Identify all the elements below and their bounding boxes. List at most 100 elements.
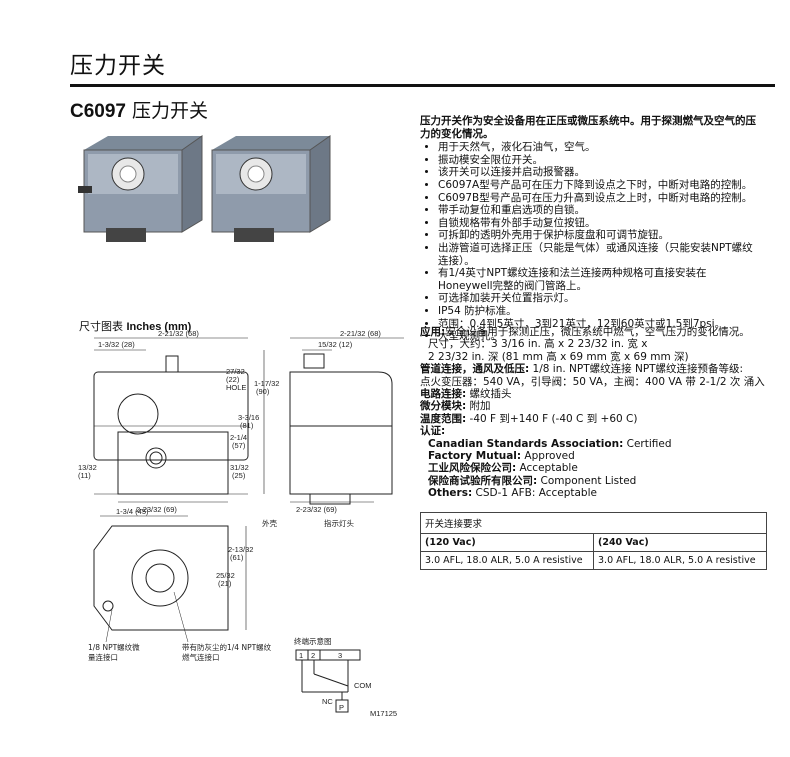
product-title: C6097 压力开关 (70, 96, 208, 123)
product-name: 压力开关 (132, 100, 209, 122)
spec-size-1: 尺寸，大约：3 3/16 in. 高 x 2 23/32 in. 宽 x (428, 338, 648, 351)
label-npt-left-2: 量连接口 (88, 652, 118, 662)
table-col-120: (120 Vac) (420, 533, 594, 552)
dim-h-left-1: 13/32 (78, 463, 97, 472)
side-view (289, 337, 404, 505)
terminal-1: 1 (299, 651, 303, 660)
dim-h-low-1: 2-1/4 (230, 433, 247, 442)
feature-item: 大型观测孔。 (438, 330, 760, 343)
approval-org: Canadian Standards Association: (428, 437, 624, 450)
product-photo-a (78, 135, 203, 242)
product-photo-b (211, 135, 331, 242)
dim-side-bottom: 2-23/32 (69) (296, 505, 337, 514)
feature-item: 振动模安全限位开关。 (438, 154, 760, 167)
label-npt-right-2: 燃气连接口 (182, 652, 220, 662)
caption-units: Inches (mm) (126, 321, 192, 333)
label-case: 外壳 (262, 518, 277, 528)
dim-bot-h2-1: 25/32 (216, 571, 235, 580)
dim-bot-w: 1-3/4 (45) (116, 507, 149, 516)
feature-item: 带手动复位和重启选项的自锁。 (438, 204, 760, 217)
dim-hole-2: (22) (226, 375, 240, 384)
dim-h-right-1: 1-17/32 (254, 379, 279, 388)
spec-microswitch: 微分模块: 附加 (420, 400, 765, 412)
spec-application-value: 安全设备用于探测正压，微压系统中燃气，空气压力的变化情况。 (445, 326, 750, 338)
spec-microswitch-value: 附加 (466, 400, 491, 413)
approval-value: Approved (521, 450, 575, 463)
dim-h-mid-1: 3-3/16 (238, 413, 259, 422)
description-intro: 压力开关作为安全设备用在正压或微压系统中。用于探测燃气及空气的压力的变化情况。 (420, 115, 756, 140)
title-rule (70, 84, 775, 87)
feature-item: 出游管道可选择正压（只能是气体）或通风连接（只能安装NPT螺纹连接）。 (438, 242, 760, 267)
feature-item: C6097B型号产品可在压力升高到设点之上时，中断对电路的控制。 (438, 192, 760, 205)
dim-h-right-2: (90) (256, 387, 270, 396)
approval-org: 保险商试验所有限公司: (428, 474, 538, 487)
dim-h-low-2: (57) (232, 441, 246, 450)
front-view (93, 337, 249, 503)
table-header: 开关连接要求 (420, 512, 767, 534)
wiring-diagram (295, 649, 361, 713)
product-model: C6097 (70, 101, 126, 122)
description: 压力开关作为安全设备用在正压或微压系统中。用于探测燃气及空气的压力的变化情况。 … (420, 115, 760, 343)
dim-w-bottom: 2-23/32 (69) (136, 505, 177, 514)
dim-w-total: 2-21/32 (68) (158, 330, 199, 338)
dim-side-w: 2-21/32 (68) (340, 330, 381, 338)
dim-h-base-2: (25) (232, 471, 246, 480)
approval-item: Factory Mutual: Approved (420, 450, 765, 462)
spec-piping-value: 1/8 in. NPT螺纹连接 NPT螺纹连接预备等级: (529, 363, 744, 376)
spec-electrical-value: 螺纹插头 (466, 388, 512, 401)
product-photos (78, 135, 331, 242)
dim-h-left-2: (11) (78, 471, 91, 480)
drawing-number: M17125 (370, 709, 397, 718)
approval-value: Certified (623, 437, 672, 450)
approval-value: CSD-1 AFB: Acceptable (472, 487, 597, 500)
feature-item: 有1/4英寸NPT螺纹连接和法兰连接两种规格可直接安装在Honeywell完整的… (438, 267, 760, 292)
wiring-title: 终端示意图 (294, 636, 332, 646)
dim-h-base-1: 31/32 (230, 463, 249, 472)
dim-h-mid-2: (81) (240, 421, 254, 430)
spec-temperature-key: 温度范围: (420, 412, 467, 425)
dimension-drawing: 2-21/32 (68) 1-3/32 (28) 27/32 (22) HOLE… (78, 330, 404, 718)
dimension-caption: 尺寸图表 Inches (mm) (79, 318, 191, 334)
label-npt-right-1: 带有防灰尘的1/4 NPT螺纹 (182, 642, 272, 652)
label-npt-left-1: 1/8 NPT螺纹微 (88, 642, 140, 652)
table-col-240: (240 Vac) (593, 533, 767, 552)
feature-item: IP54 防护标准。 (438, 305, 760, 318)
spec-application: 应用:安全设备用于探测正压，微压系统中燃气，空气压力的变化情况。 (420, 326, 765, 338)
label-p: P (339, 703, 344, 712)
dim-bot-h-1: 2-13/32 (228, 545, 253, 554)
approval-org: Others: (428, 487, 473, 500)
label-com: COM (354, 681, 372, 690)
approval-item: Canadian Standards Association: Certifie… (420, 438, 765, 450)
spec-piping-key: 管道连接，通风及低压: (420, 363, 530, 376)
approval-org: Factory Mutual: (428, 450, 522, 463)
label-nc: NC (322, 697, 333, 706)
spec-piping: 管道连接，通风及低压: 1/8 in. NPT螺纹连接 NPT螺纹连接预备等级: (420, 363, 765, 375)
dim-side-top: 15/32 (12) (318, 340, 353, 349)
dim-hole-1: 27/32 (226, 367, 245, 376)
approval-item: 工业风险保险公司: Acceptable (420, 462, 765, 474)
approval-item: Others: CSD-1 AFB: Acceptable (420, 487, 765, 499)
spec-electrical-key: 电路连接: (420, 388, 467, 401)
feature-item: 可拆卸的透明外壳用于保护标度盘和可调节旋钮。 (438, 229, 760, 242)
caption-prefix: 尺寸图表 (79, 320, 127, 333)
approval-value: Acceptable (516, 462, 578, 475)
switch-rating-table: 开关连接要求 (120 Vac)(240 Vac) 3.0 AFL, 18.0 … (420, 512, 767, 570)
bottom-view (93, 515, 247, 631)
approval-org: 工业风险保险公司: (428, 462, 517, 475)
feature-item: C6097A型号产品可在压力下降到设点之下时，中断对电路的控制。 (438, 179, 760, 192)
spec-application-key: 应用: (420, 326, 446, 338)
spec-temperature: 温度范围: -40 F 到+140 F (-40 C 到 +60 C) (420, 413, 765, 425)
spec-microswitch-key: 微分模块: (420, 400, 467, 413)
dim-w-left: 1-3/32 (28) (98, 340, 135, 349)
feature-item: 范围：0.4到5英寸，3到21英寸，12到60英寸或1.5到7psi。 (438, 318, 760, 331)
feature-item: 该开关可以连接并启动报警器。 (438, 166, 760, 179)
specifications: 应用:安全设备用于探测正压，微压系统中燃气，空气压力的变化情况。 尺寸，大约：3… (420, 326, 765, 500)
table-cell: 3.0 AFL, 18.0 ALR, 5.0 A resistive (593, 551, 767, 570)
approval-item: 保险商试验所有限公司: Component Listed (420, 475, 765, 487)
dim-bot-h-2: (61) (230, 553, 244, 562)
spec-approvals-key: 认证: (420, 425, 446, 438)
table-cell: 3.0 AFL, 18.0 ALR, 5.0 A resistive (420, 551, 594, 570)
feature-item: 用于天然气，液化石油气，空气。 (438, 141, 760, 154)
approval-value: Component Listed (537, 474, 637, 487)
dim-hole-3: HOLE (226, 383, 246, 392)
